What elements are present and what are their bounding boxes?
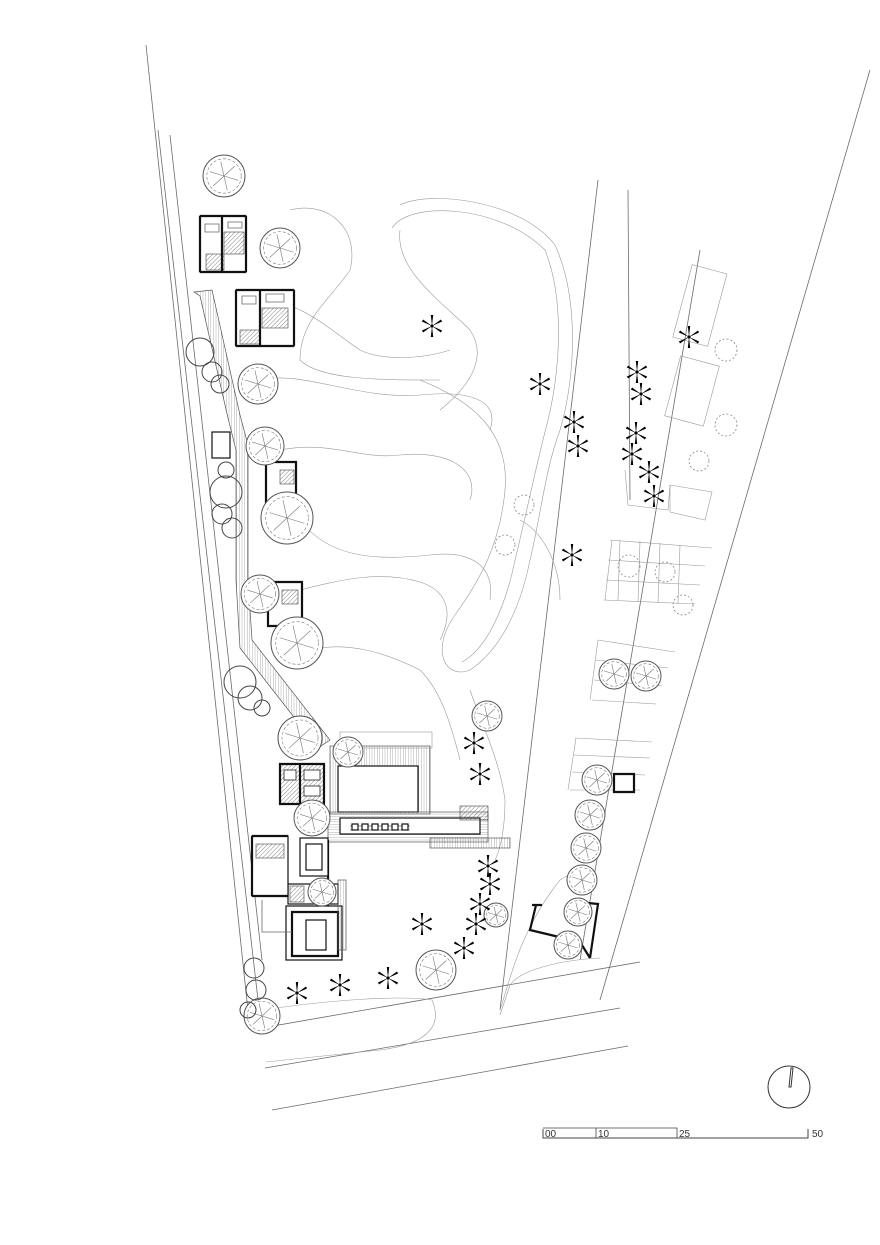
palms [286,315,700,1004]
tree [570,832,602,864]
shrub [245,979,267,1001]
palm [638,461,660,483]
palm [469,763,491,785]
shrub [243,957,265,979]
palm [286,982,308,1004]
tree [553,930,583,960]
tree [574,799,606,831]
palm [678,326,700,348]
tree [243,997,281,1035]
proposed-tree [654,561,676,583]
shrub [210,374,230,394]
tree [259,227,301,269]
palm [626,361,648,383]
shrub [239,1001,257,1019]
palm [421,315,443,337]
proposed-tree [714,338,738,362]
shrub [253,699,271,717]
trees [185,154,738,1035]
boardwalk [193,289,331,749]
palm [453,937,475,959]
site-boundary [145,44,871,1111]
main-building [250,731,511,961]
tree [260,491,314,545]
scale-label-10: 10 [598,1129,610,1140]
shrub [221,517,243,539]
tree [245,426,285,466]
shrub [185,337,215,367]
palm [630,383,652,405]
scale-label-50: 50 [812,1129,824,1140]
shrub [211,503,233,525]
tree [307,877,337,907]
tree [483,902,509,928]
palm [465,913,487,935]
tree [566,864,598,896]
tree [471,700,503,732]
tree [293,799,331,837]
tree [237,363,279,405]
proposed-tree [494,534,516,556]
palm [563,411,585,433]
shrub [209,475,243,509]
tree [415,949,457,991]
proposed-tree [617,554,641,578]
palm [329,974,351,996]
north-arrow [767,1065,811,1109]
tree [332,736,364,768]
palm [529,373,551,395]
tree [202,154,246,198]
proposed-tree [714,413,738,437]
tree [563,897,593,927]
tree [277,715,323,761]
proposed-tree [513,494,535,516]
shrub [223,665,257,699]
proposed-tree [672,594,694,616]
palm [625,422,647,444]
guest-unit-1 [198,214,248,274]
tree [240,574,280,614]
palm [643,485,665,507]
palm [477,855,499,877]
shrub [237,685,263,711]
palm [567,435,589,457]
palm [621,443,643,465]
palm [479,873,501,895]
scale-label-25: 25 [679,1129,691,1140]
shrub [201,361,223,383]
garden-paths [259,198,573,861]
guest-unit-2 [234,288,296,348]
shrub [217,461,235,479]
tree [630,660,662,692]
palm [463,732,485,754]
palm [377,967,399,989]
palm [411,913,433,935]
dining-tables [351,823,409,831]
tree [270,616,324,670]
scale-bar: 00 10 25 50 [542,1127,824,1140]
tree [581,764,613,796]
tree [598,658,630,690]
proposed-tree [688,450,710,472]
parking-area [567,264,728,791]
scale-label-0: 00 [545,1129,557,1140]
palm [561,544,583,566]
